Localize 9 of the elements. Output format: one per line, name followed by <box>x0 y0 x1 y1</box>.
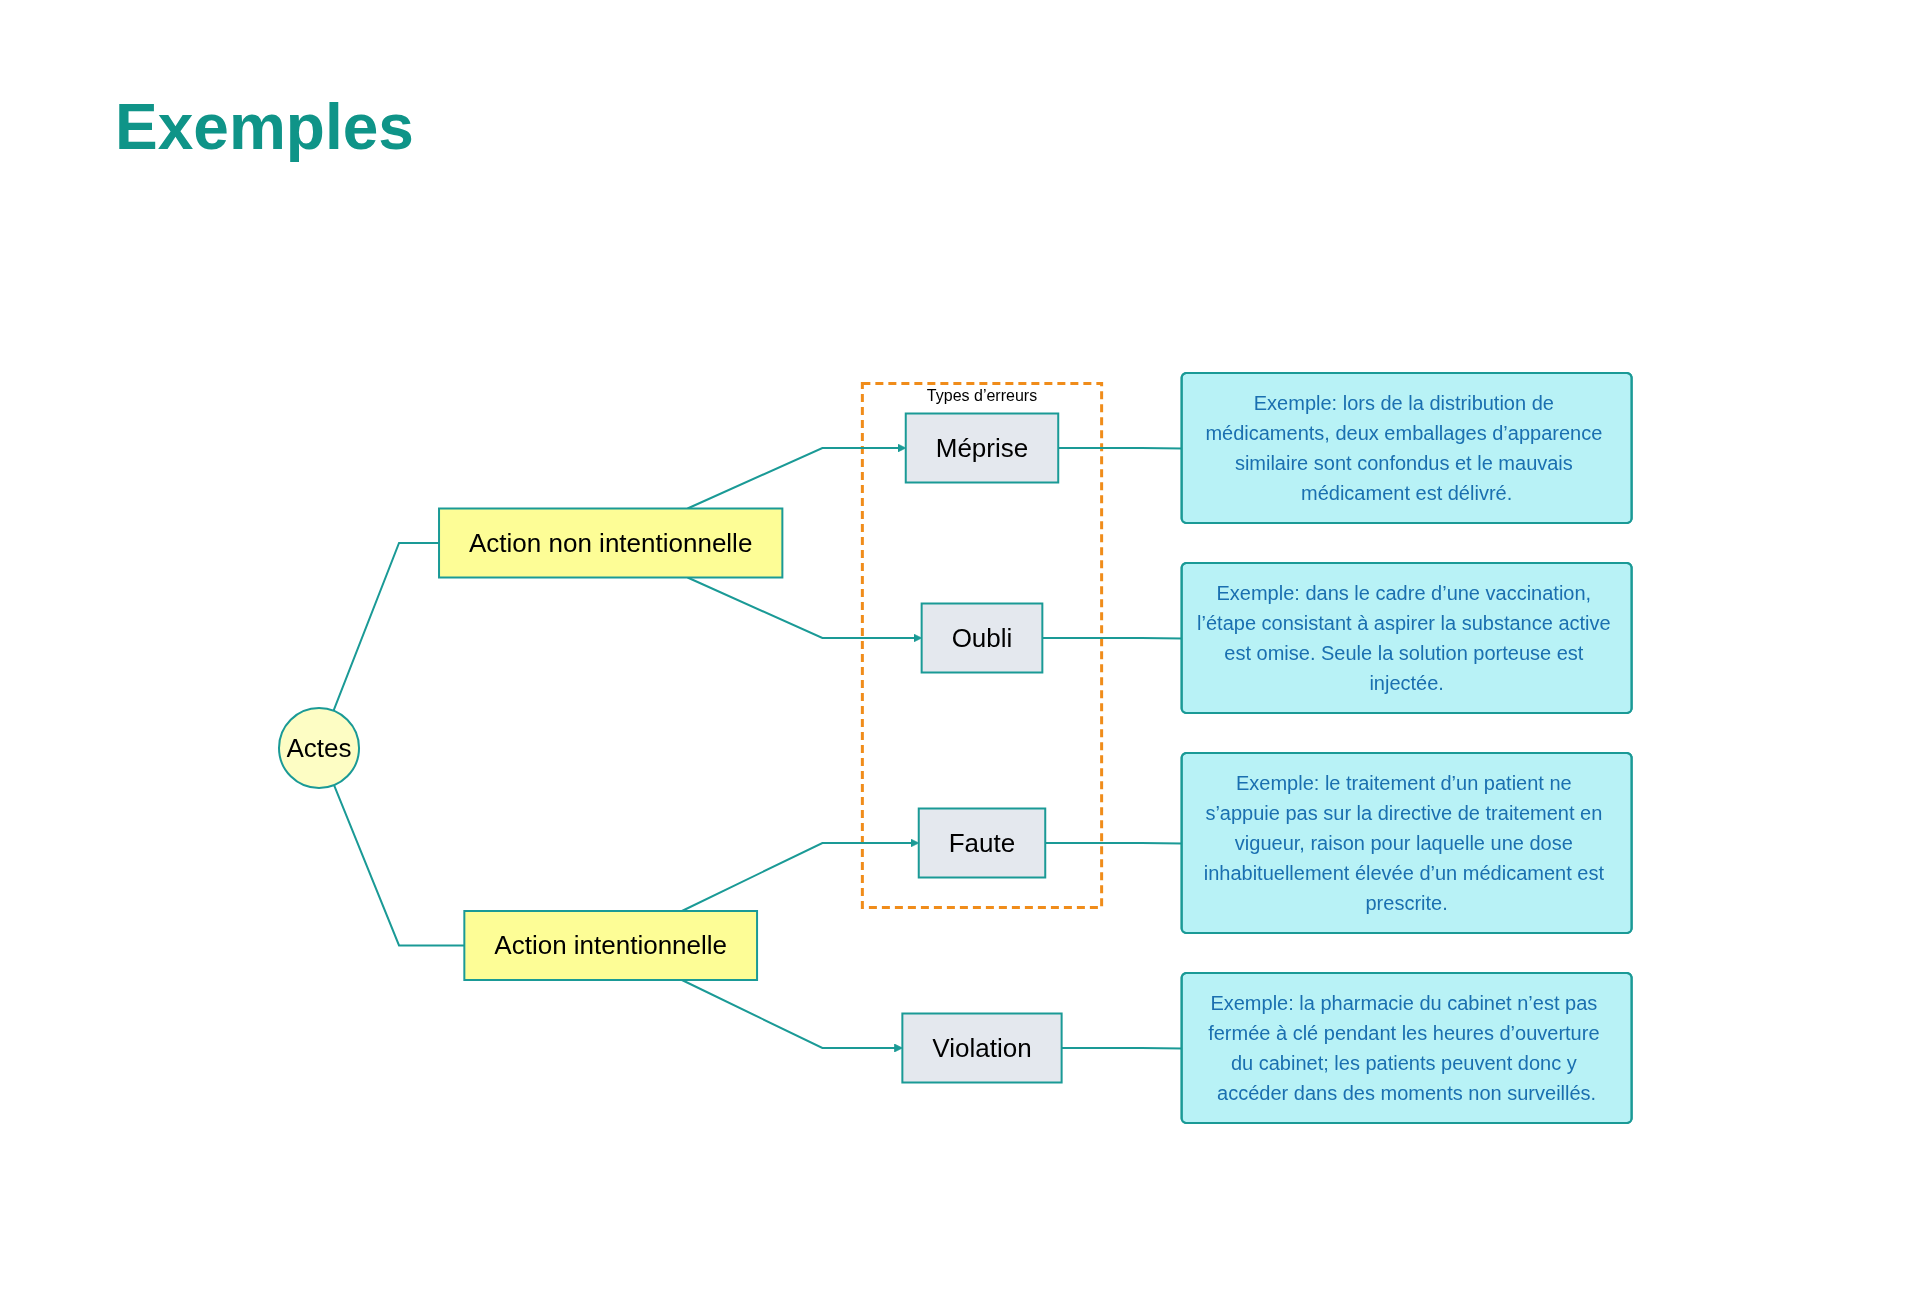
node-box: Oubli <box>920 602 1044 673</box>
arrow <box>681 978 903 1052</box>
node-box: Faute <box>917 807 1047 878</box>
node-box: Méprise <box>904 412 1060 483</box>
node-circle: Actes <box>278 706 361 789</box>
node-box: Action intentionnelle <box>463 909 759 981</box>
node-box: Action non intentionnelle <box>438 507 784 578</box>
diagram-title: Exemples <box>115 90 414 164</box>
node-box: Violation <box>901 1012 1063 1083</box>
